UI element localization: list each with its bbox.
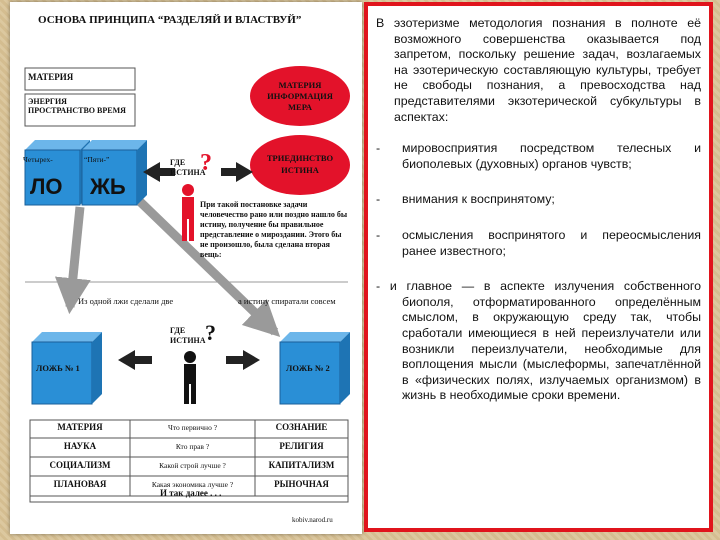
label-materia: МАТЕРИЯ [28,72,74,82]
final-paragraph: - и главное — в аспекте излучения собств… [376,279,701,403]
list-dash: - [376,227,381,242]
arrow-down-left [54,206,91,315]
label-energy: ЭНЕРГИЯ ПРОСТРАНСТВО ВРЕМЯ [28,97,126,115]
list-item: - мировосприятия посредством телесных и … [376,141,701,172]
arrow-diagonal [126,188,281,338]
lie-word-2: ЖЬ [90,174,126,199]
cube-label-2: “Пяти-” [84,155,110,164]
red-figure-head [182,184,194,196]
arrow-right-2 [226,350,260,370]
list-item-text: внимания к воспринятому; [402,192,555,207]
box-energy [24,93,136,127]
table-cell: РЕЛИГИЯ [279,441,324,451]
lie1-label: ЛОЖЬ № 1 [36,363,80,373]
list-item: - осмысления воспринятого и переосмыслен… [376,228,701,259]
list-item-text: мировосприятия посредством телесных и би… [402,141,701,171]
table-cell: Кто прав ? [175,442,210,451]
table-cell: КАПИТАЛИЗМ [268,460,335,470]
black-figure-head [184,351,196,363]
arrow-left-1 [143,162,175,182]
where-truth-1: ГДЕ ИСТИНА [170,158,206,177]
bottom-left-note: Из одной лжи сделали две [78,296,174,306]
table-cell: ПЛАНОВАЯ [53,479,107,489]
question-mark-2: ? [205,320,216,345]
box-materia [24,67,136,91]
diagram-title: ОСНОВА ПРИНЦИПА “РАЗДЕЛЯЙ И ВЛАСТВУЙ” [38,14,302,26]
where-truth-2: ГДЕ ИСТИНА [170,326,206,345]
cube-lie1 [31,341,93,405]
diagram-graphics [24,66,350,503]
note-text: При такой постановке задачи человечество… [200,200,348,259]
ellipse-triedinstvo [250,135,350,195]
table-cell: МАТЕРИЯ [57,422,103,432]
black-figure-body [184,364,196,384]
lie-word-1: ЛО [30,174,63,199]
table-cell: Что первично ? [167,423,218,432]
source-url: kobiv.narod.ru [292,516,333,524]
cube-left-1 [24,149,81,206]
question-mark-1: ? [200,150,212,176]
list-item-text: осмысления воспринятого и переосмысления… [402,227,701,258]
list-item: - внимания к воспринятому; [376,192,701,208]
table-cell: Какая экономика лучше ? [151,480,234,489]
cube-label-1: Четырех- [23,155,53,164]
bottom-right-note: а истину спиратали совсем [238,296,336,306]
diagram-image: ОСНОВА ПРИНЦИПА “РАЗДЕЛЯЙ И ВЛАСТВУЙ” МА… [10,2,362,534]
list-dash: - [376,141,381,156]
arrow-right-1 [221,162,253,182]
label-materia-info: МАТЕРИЯ ИНФОРМАЦИЯ МЕРА [267,80,333,112]
arrow-left-2 [118,350,152,370]
table-cell: Какой строй лучше ? [159,461,226,470]
red-figure-body [182,197,194,219]
table-cell: СОЗНАНИЕ [275,422,328,432]
table-cell: СОЦИАЛИЗМ [49,460,111,470]
table-cell: НАУКА [63,441,97,451]
cube-left-2 [81,149,138,206]
table-cell: РЫНОЧНАЯ [274,479,329,489]
list-dash: - [376,192,381,207]
table-grid [29,419,349,503]
label-triedinstvo: ТРИЕДИНСТВО ИСТИНА [266,153,334,175]
ellipse-materia-info [250,66,350,126]
intro-paragraph: В эзотеризме методология познания в полн… [376,16,701,124]
lie2-label: ЛОЖЬ № 2 [286,363,330,373]
and-so-on: И так далее . . . [160,488,222,498]
text-panel: В эзотеризме методология познания в полн… [364,2,713,532]
